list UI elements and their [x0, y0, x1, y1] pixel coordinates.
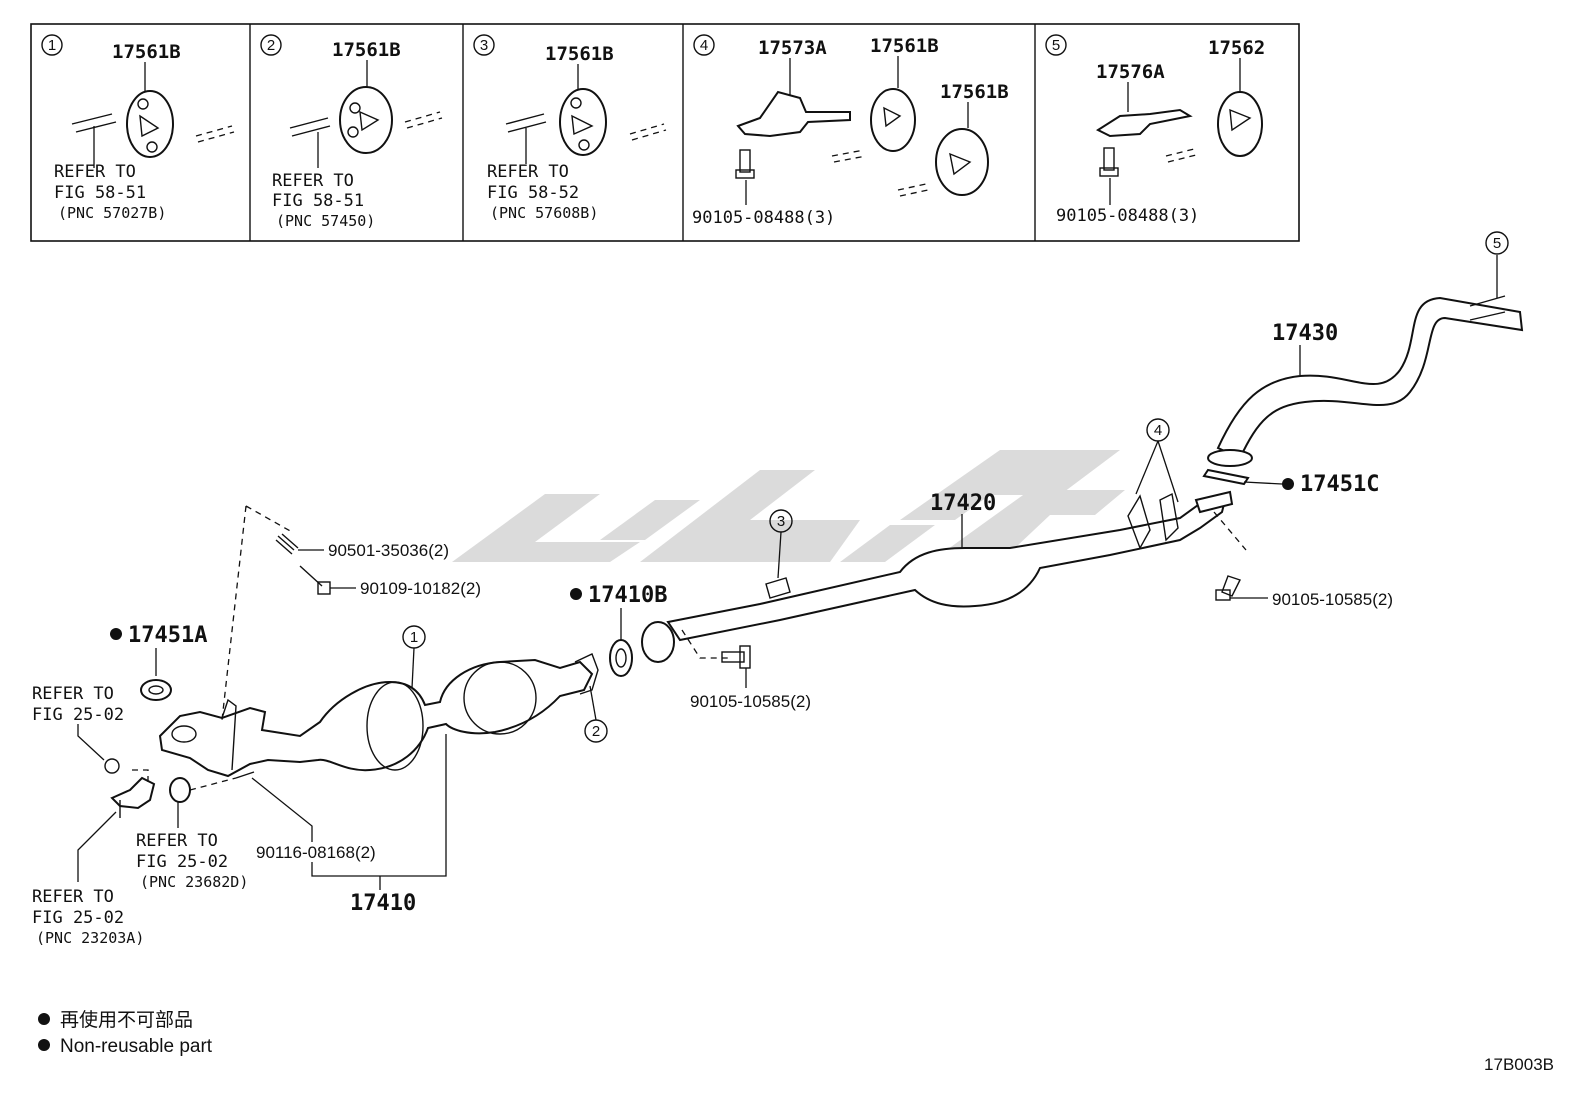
box-1-number-circle [41, 34, 63, 56]
hanger-rod-icon [71, 113, 117, 133]
part-90109-10182: 90109-10182(2) [360, 579, 481, 598]
part-90105-10585-right: 90105-10585(2) [1272, 590, 1393, 609]
part-17420-label: 17420 [930, 491, 996, 516]
box-3-number: 3 [480, 37, 488, 54]
sensor-gasket-icon [169, 777, 191, 803]
watermark-logo [452, 450, 1125, 562]
hanger-rod-icon [505, 113, 547, 133]
part-17451A-label: 17451A [128, 623, 207, 648]
box-4-part-17561B-b: 17561B [940, 81, 1009, 103]
stud-icon [235, 771, 255, 779]
non-reusable-dot [110, 628, 122, 640]
box-4-number: 4 [700, 37, 708, 54]
part-17410-label: 17410 [350, 891, 416, 916]
refer-left-top-line1: REFER TO [32, 684, 114, 704]
part-17430-label: 17430 [1272, 321, 1338, 346]
box-3-refer-line1: REFER TO [487, 162, 569, 182]
bolt-icon [1099, 147, 1119, 177]
box-2-refer-line2: FIG 58-51 [272, 191, 364, 211]
callout-5-circle [1485, 231, 1509, 255]
box-3-refer-line2: FIG 58-52 [487, 183, 579, 203]
tail-pipe-17430 [1207, 295, 1524, 467]
gasket-17451A [140, 679, 172, 701]
hanger-rod-dashed [404, 111, 443, 129]
box-2-part-17561B: 17561B [332, 39, 401, 61]
refer-bottom-line2: FIG 25-02 [32, 908, 124, 928]
sensor-bracket-icon [110, 776, 156, 818]
stud-icon [275, 533, 299, 555]
box-3-part-17561B: 17561B [545, 43, 614, 65]
bolt-icon [299, 565, 331, 595]
callout-3: 3 [777, 513, 785, 530]
refer-bottom-pnc: (PNC 23203A) [36, 929, 144, 947]
detail-box-4: 4 17573A 17561B 17561B 90105-08488(3) [692, 34, 1009, 228]
refer-middle-line1: REFER TO [136, 831, 218, 851]
rubber-hanger-icon [870, 88, 916, 152]
box-5-number: 5 [1052, 37, 1060, 54]
rubber-hanger-icon [126, 90, 174, 158]
refer-left-top-line2: FIG 25-02 [32, 705, 124, 725]
refer-middle-pnc: (PNC 23682D) [140, 873, 248, 891]
rubber-hanger-icon [339, 86, 393, 154]
bracket-17576A-icon [1095, 108, 1193, 138]
bracket-17573A-icon [736, 90, 851, 138]
box-1-refer-line2: FIG 58-51 [54, 183, 146, 203]
non-reusable-dot [570, 588, 582, 600]
detail-box-3: 3 17561B REFER TO FIG 58-52 (PNC 57608B) [473, 34, 667, 222]
box-4-bolt: 90105-08488(3) [692, 208, 835, 228]
legend-japanese: 再使用不可部品 [60, 1009, 193, 1031]
gasket-17451C [1202, 468, 1250, 486]
part-90501-35036: 90501-35036(2) [328, 541, 449, 560]
bolt-icon [735, 149, 755, 179]
hanger-rod-dashed [629, 123, 667, 141]
flange-icon [641, 621, 675, 663]
bolt-icon [721, 645, 751, 669]
box-1-pnc: (PNC 57027B) [58, 204, 166, 222]
legend: 再使用不可部品 Non-reusable part [38, 1009, 213, 1057]
part-90105-10585-mid: 90105-10585(2) [690, 692, 811, 711]
box-1-part-17561B: 17561B [112, 41, 181, 63]
hanger-rod-icon [289, 117, 331, 137]
legend-english: Non-reusable part [60, 1036, 213, 1057]
refer-bottom-line1: REFER TO [32, 887, 114, 907]
rubber-hanger-icon [1217, 91, 1263, 157]
part-17451C-label: 17451C [1300, 472, 1379, 497]
center-pipe-17420 [641, 490, 1234, 663]
refer-middle-line2: FIG 25-02 [136, 852, 228, 872]
box-1-refer-line1: REFER TO [54, 162, 136, 182]
box-2-number: 2 [267, 37, 275, 54]
diagram-code: 17B003B [1484, 1055, 1554, 1074]
part-17410B-label: 17410B [588, 583, 667, 608]
hanger-rod-dashed [195, 125, 235, 143]
callout-4: 4 [1154, 422, 1162, 439]
callout-5: 5 [1493, 235, 1501, 252]
box-5-part-17576A: 17576A [1096, 61, 1165, 83]
box-2-pnc: (PNC 57450) [276, 212, 375, 230]
box-1-number: 1 [48, 37, 56, 54]
detail-box-5: 5 17576A 17562 90105-08488(3) [1045, 34, 1265, 226]
box-4-part-17573A: 17573A [758, 37, 827, 59]
rubber-hanger-icon [935, 128, 989, 196]
box-2-refer-line1: REFER TO [272, 171, 354, 191]
callout-2: 2 [592, 723, 600, 740]
detail-box-1: 1 17561B REFER TO FIG 58-51 (PNC 57027B) [41, 34, 235, 222]
rubber-hanger-icon [559, 88, 607, 156]
bolt-icon [1215, 575, 1241, 601]
box-5-bolt: 90105-08488(3) [1056, 206, 1199, 226]
box-3-pnc: (PNC 57608B) [490, 204, 598, 222]
detail-box-2: 2 17561B REFER TO FIG 58-51 (PNC 57450) [260, 34, 443, 230]
nut-icon [104, 758, 120, 774]
callout-1: 1 [410, 629, 418, 646]
part-90116-08168: 90116-08168(2) [256, 843, 376, 862]
non-reusable-dot [1282, 478, 1294, 490]
box-5-part-17562: 17562 [1208, 37, 1265, 59]
gasket-17410B [609, 639, 633, 677]
box-4-part-17561B-a: 17561B [870, 35, 939, 57]
front-pipe-catalytic-17410 [158, 653, 599, 778]
detail-box-frame [30, 23, 1300, 242]
